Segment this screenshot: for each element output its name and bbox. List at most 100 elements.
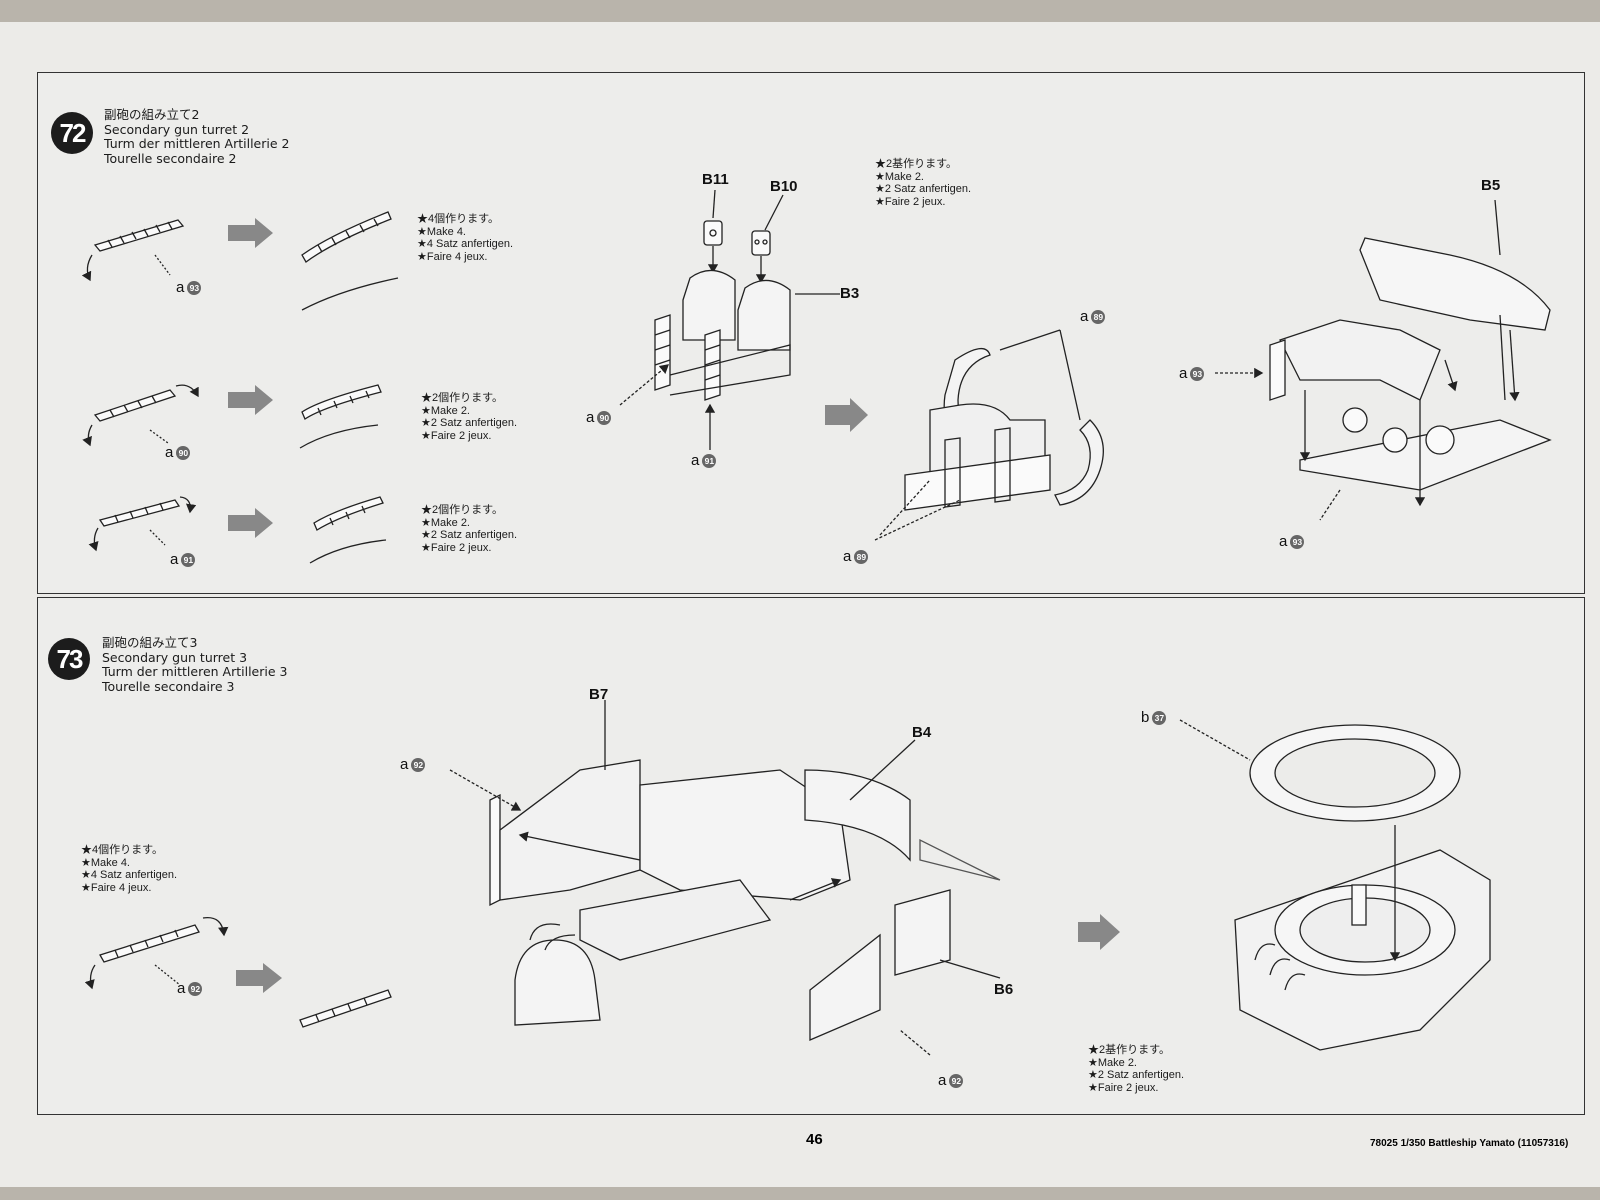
note-line: ★Faire 4 jeux. [417,250,488,263]
ref-number: 92 [188,981,203,996]
note-line: ★Faire 2 jeux. [421,541,492,554]
arrow-right-icon [228,508,273,538]
ladder-part-a92 [84,916,229,990]
note-line: ★Make 2. [1088,1056,1137,1069]
ref-letter: a [938,1072,947,1089]
ref-number: 92 [411,757,426,772]
note-line: ★2個作ります。 [421,392,504,404]
note-line: ★2 Satz anfertigen. [421,529,518,541]
step-72-number: 72 [51,112,93,154]
note-line: ★Faire 2 jeux. [1088,1081,1159,1094]
page-number: 46 [806,1131,823,1148]
ladder-part-a91 [88,496,197,552]
step-72-heading: 副砲の組み立て2 Secondary gun turret 2 Turm der… [104,107,290,166]
ladder-result-a92 [299,989,392,1028]
note-line: ★2個作ります。 [421,504,504,516]
arrow-right-icon [228,385,273,415]
step-72-title-en: Secondary gun turret 2 [104,121,250,137]
ladder-part-a90 [82,384,199,447]
note-line: ★Faire 2 jeux. [421,429,492,442]
ladder-bent-a91 [309,496,387,564]
note-line: ★2 Satz anfertigen. [1088,1069,1185,1081]
step-73-title-fr: Tourelle secondaire 3 [102,678,235,694]
ref-number: 90 [176,445,191,460]
ref-number: 93 [1190,366,1205,381]
arrow-right-icon [1078,914,1120,950]
ref-letter: a [400,756,409,773]
ref-number: 90 [597,410,612,425]
step-72-note-make2-turret: ★2基作ります。 ★Make 2. ★2 Satz anfertigen. ★F… [875,158,971,208]
step-72-note-make2b: ★2個作ります。 ★Make 2. ★2 Satz anfertigen. ★F… [421,504,517,554]
step-73-title-ja: 副砲の組み立て3 [102,635,198,650]
ref-letter: a [843,548,852,565]
turret-housing-b5 [1215,199,1552,521]
note-line: ★Make 2. [421,516,470,529]
ref-letter: a [1080,308,1089,325]
step-73-title-en: Secondary gun turret 3 [102,649,248,665]
note-line: ★2基作ります。 [1088,1044,1171,1056]
ref-number: 93 [187,280,202,295]
ladder-bent-a90 [299,384,382,449]
ladder-bent-a93 [301,211,399,311]
step-72-note-make4: ★4個作ります。 ★Make 4. ★4 Satz anfertigen. ★F… [417,213,513,263]
part-label-b4: B4 [912,724,932,741]
arrow-right-icon [228,218,273,248]
note-line: ★4個作ります。 [417,213,500,225]
ref-letter: a [170,551,179,568]
step-73-title-de: Turm der mittleren Artillerie 3 [102,664,288,679]
ring-shield-assembly [874,329,1104,541]
ref-number: 89 [854,549,869,564]
part-label-b5: B5 [1481,177,1501,194]
step-73-note-make2-turret: ★2基作ります。 ★Make 2. ★2 Satz anfertigen. ★F… [1088,1044,1184,1094]
step-73-note-make4: ★4個作ります。 ★Make 4. ★4 Satz anfertigen. ★F… [81,844,177,894]
arrow-right-icon [825,398,868,432]
note-line: ★2基作ります。 [875,158,958,170]
step-72-title-de: Turm der mittleren Artillerie 2 [104,136,290,151]
turret-exploded-assembly [449,700,1001,1056]
ref-number: 89 [1091,309,1106,324]
ref-letter: b [1141,709,1150,726]
note-line: ★4個作ります。 [81,844,164,856]
part-label-b7: B7 [589,686,609,703]
ref-letter: a [1279,533,1288,550]
product-footer: 78025 1/350 Battleship Yamato (11057316) [1370,1138,1569,1149]
part-label-b10: B10 [770,178,798,195]
note-line: ★2 Satz anfertigen. [421,417,518,429]
note-line: ★4 Satz anfertigen. [417,238,514,250]
part-label-b3: B3 [840,285,860,302]
note-line: ★Make 2. [875,170,924,183]
ref-number: 91 [181,552,196,567]
step-72-title-fr: Tourelle secondaire 2 [104,150,237,166]
note-line: ★2 Satz anfertigen. [875,183,972,195]
ref-letter: a [1179,365,1188,382]
ref-number: 92 [949,1073,964,1088]
step-72-title-ja: 副砲の組み立て2 [104,107,200,122]
ladder-part-a93 [81,219,185,282]
arrow-right-icon [236,963,282,993]
part-label-b6: B6 [994,981,1014,998]
ref-number: 37 [1152,710,1167,725]
ref-letter: a [176,279,185,296]
ref-letter: a [586,409,595,426]
note-line: ★Make 2. [421,404,470,417]
part-label-b11: B11 [702,171,729,188]
note-line: ★Faire 4 jeux. [81,881,152,894]
ref-number: 93 [1290,534,1305,549]
step-73-heading: 副砲の組み立て3 Secondary gun turret 3 Turm der… [102,635,288,694]
note-line: ★Faire 2 jeux. [875,195,946,208]
ref-letter: a [165,444,174,461]
step-72-note-make2a: ★2個作ります。 ★Make 2. ★2 Satz anfertigen. ★F… [421,392,517,442]
